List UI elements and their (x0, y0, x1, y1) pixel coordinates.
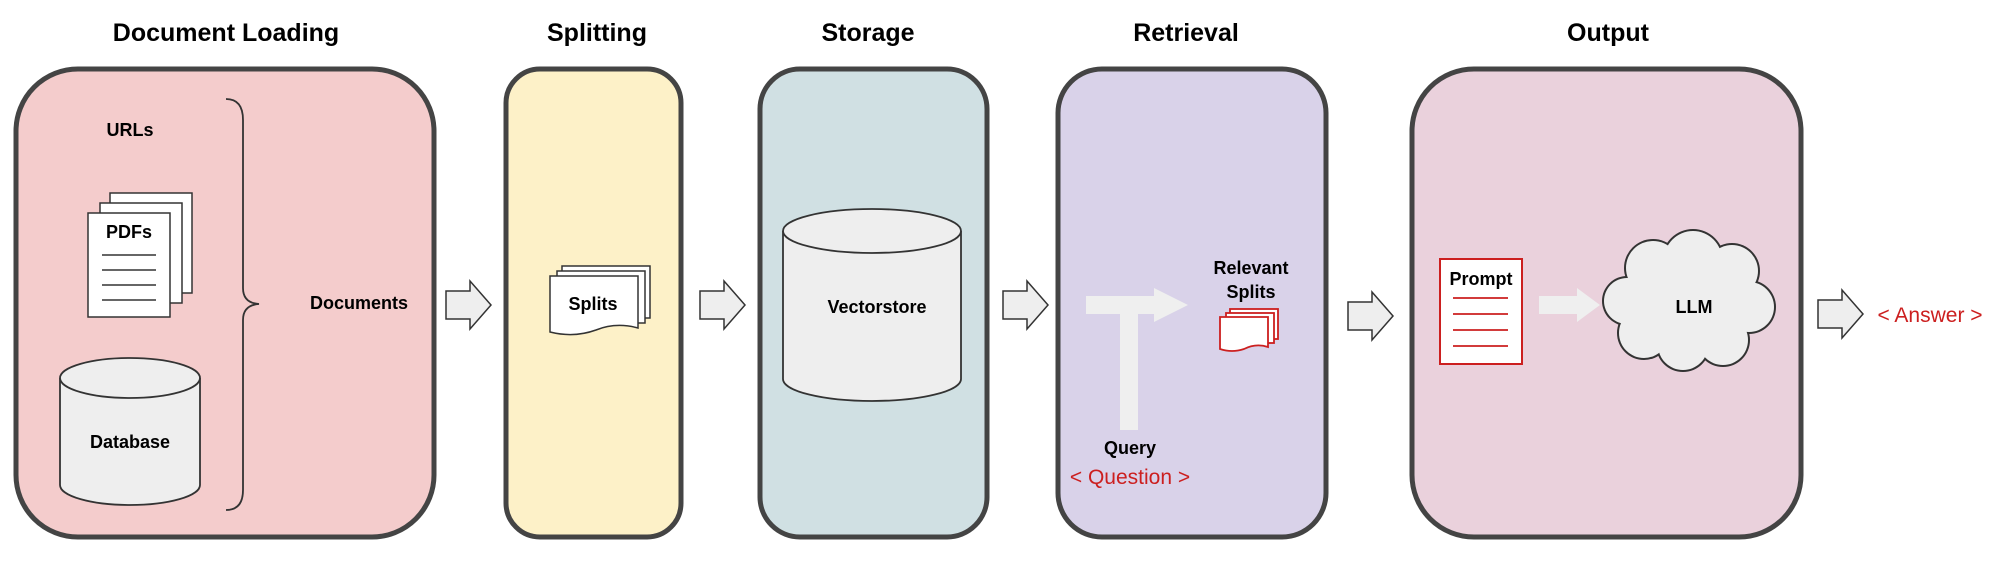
vectorstore-cylinder-icon (782, 208, 962, 402)
pdf-stack-icon (87, 192, 193, 318)
database-cylinder-icon (59, 357, 201, 506)
stage-title-retrieval: Retrieval (1133, 19, 1239, 47)
flow-arrow-2 (699, 279, 746, 331)
splits-stack-icon (549, 265, 651, 336)
flow-arrow-1 (445, 279, 492, 331)
query-label: Query (1104, 438, 1156, 458)
stage-title-splitting: Splitting (547, 19, 647, 47)
prompt-label: Prompt (1450, 269, 1513, 289)
database-label: Database (90, 432, 170, 452)
answer-label: < Answer > (1877, 304, 1982, 327)
grouping-brace (225, 98, 260, 511)
query-routing-arrow (1086, 288, 1188, 430)
stage-title-document-loading: Document Loading (113, 19, 339, 47)
stage-title-storage: Storage (821, 19, 914, 47)
flow-arrow-4 (1347, 290, 1394, 342)
prompt-document-icon (1439, 258, 1523, 365)
urls-label: URLs (106, 120, 153, 140)
pdfs-label: PDFs (106, 222, 152, 242)
flow-arrow-3 (1002, 279, 1049, 331)
relevant-splits-label-line2: Splits (1226, 282, 1275, 302)
prompt-to-llm-arrow (1539, 288, 1600, 322)
relevant-splits-label-line1: Relevant (1213, 258, 1288, 278)
flow-arrow-5 (1817, 288, 1864, 340)
vectorstore-label: Vectorstore (827, 297, 926, 317)
relevant-splits-icon (1219, 308, 1279, 352)
splits-label: Splits (568, 294, 617, 314)
stage-title-output: Output (1567, 19, 1650, 47)
question-label: < Question > (1070, 466, 1190, 489)
llm-label: LLM (1676, 297, 1713, 317)
llm-cloud-icon (1602, 229, 1776, 372)
documents-label: Documents (310, 293, 408, 313)
